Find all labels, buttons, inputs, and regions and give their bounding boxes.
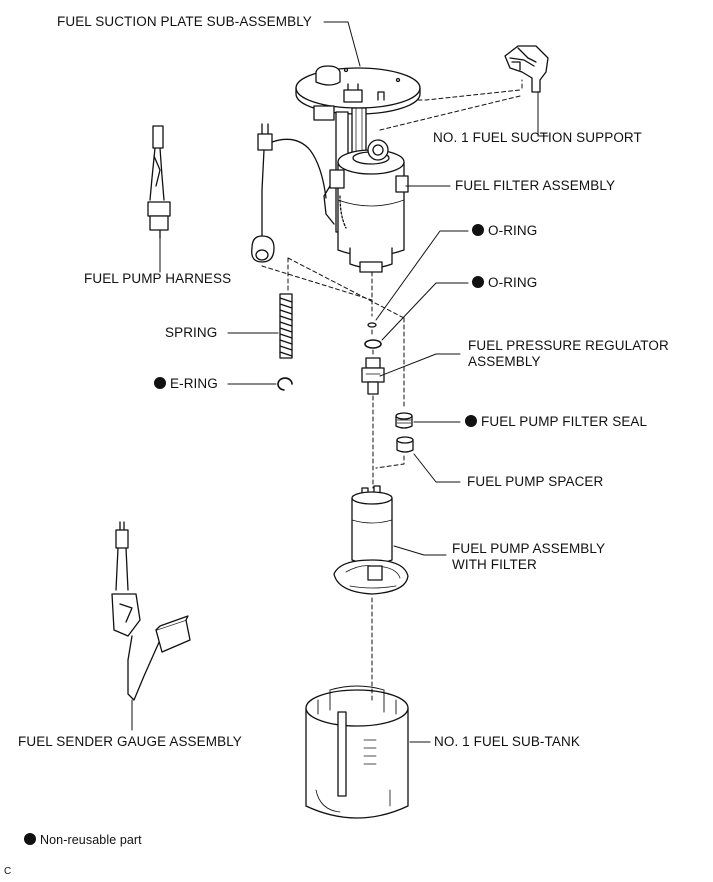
black-dot-icon [24,833,36,845]
label-suction-support: NO. 1 FUEL SUCTION SUPPORT [433,130,642,145]
spring-drawing [279,293,293,359]
label-regulator-line1: FUEL PRESSURE REGULATOR [468,338,669,353]
non-reusable-dot-icon [154,377,166,389]
non-reusable-dot-icon [465,415,477,427]
filter-assembly-drawing [323,139,409,273]
label-filter-seal: FUEL PUMP FILTER SEAL [465,413,647,431]
e-ring-drawing [277,377,293,391]
label-pump-assembly-line2: WITH FILTER [452,557,537,572]
pump-harness-drawing [147,125,171,239]
o-ring-2-text: O-RING [488,275,538,290]
label-pump-harness: FUEL PUMP HARNESS [84,271,232,286]
label-o-ring-2: O-RING [472,274,537,292]
label-o-ring-1: O-RING [472,222,537,240]
legend-text: Non-reusable part [40,833,142,847]
filter-seal-text: FUEL PUMP FILTER SEAL [481,414,648,429]
filter-seal-drawing [395,412,413,429]
legend: Non-reusable part [24,831,142,849]
plate-wire-drawing [251,123,327,263]
o-ring-1-drawing [367,322,377,328]
label-e-ring: E-RING [154,375,218,393]
label-pump-assembly-line1: FUEL PUMP ASSEMBLY [452,541,606,556]
sub-tank-drawing [305,685,409,819]
label-filter-assembly: FUEL FILTER ASSEMBLY [455,178,616,193]
assembly-guide-lines [261,79,523,701]
label-sub-tank: NO. 1 FUEL SUB-TANK [434,734,580,749]
sender-gauge-drawing [111,521,191,701]
non-reusable-dot-icon [472,224,484,236]
suction-support-drawing [504,45,549,93]
corner-mark: C [4,866,12,877]
label-pump-spacer: FUEL PUMP SPACER [467,474,604,489]
label-regulator-line2: ASSEMBLY [468,354,541,369]
label-sender-gauge: FUEL SENDER GAUGE ASSEMBLY [18,734,242,749]
o-ring-2-drawing [364,339,382,349]
e-ring-text: E-RING [170,376,218,391]
regulator-drawing [361,357,385,395]
o-ring-1-text: O-RING [488,223,538,238]
pump-assembly-drawing [333,485,409,595]
label-suction-plate: FUEL SUCTION PLATE SUB-ASSEMBLY [57,14,312,29]
non-reusable-dot-icon [472,276,484,288]
label-spring: SPRING [165,325,218,340]
leader-lines [131,21,549,743]
pump-spacer-drawing [396,436,414,453]
